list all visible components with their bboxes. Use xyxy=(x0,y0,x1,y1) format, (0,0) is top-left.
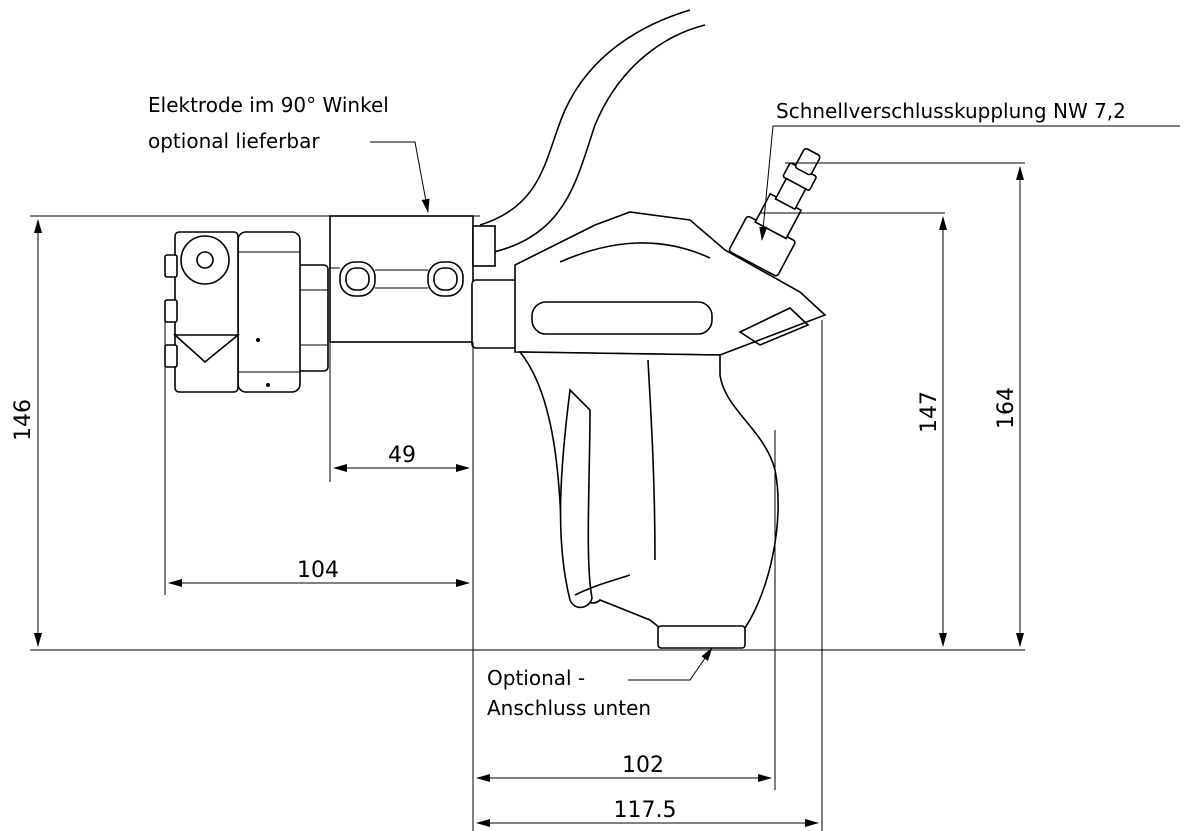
dim-rear-depth: 117.5 xyxy=(614,798,677,823)
dimension-values: 146 49 104 102 117.5 147 164 xyxy=(11,387,1019,823)
optional-note-line1: Optional - xyxy=(487,666,585,690)
trigger xyxy=(559,388,631,609)
quick-coupling xyxy=(728,147,821,277)
extension-tube xyxy=(329,215,496,343)
dim-front-length: 104 xyxy=(297,558,339,583)
nozzle-head xyxy=(164,231,301,393)
electrode-note-line2: optional lieferbar xyxy=(148,129,320,153)
dim-height-body: 147 xyxy=(917,391,942,433)
dim-grip-depth: 102 xyxy=(622,753,664,778)
dimension-lines xyxy=(30,125,1180,831)
dim-height-total: 146 xyxy=(11,399,36,441)
grip xyxy=(518,351,779,649)
hex-nut xyxy=(297,264,329,372)
annotation-text: Elektrode im 90° Winkel optional lieferb… xyxy=(148,93,1126,720)
coupling-note: Schnellverschlusskupplung NW 7,2 xyxy=(776,99,1126,123)
dim-height-coupling: 164 xyxy=(994,387,1019,429)
optional-note-line2: Anschluss unten xyxy=(487,696,651,720)
air-hose xyxy=(479,9,706,256)
dim-nozzle-length: 49 xyxy=(388,443,416,468)
electrode-note-line1: Elektrode im 90° Winkel xyxy=(148,93,389,117)
gun-body xyxy=(471,211,827,356)
